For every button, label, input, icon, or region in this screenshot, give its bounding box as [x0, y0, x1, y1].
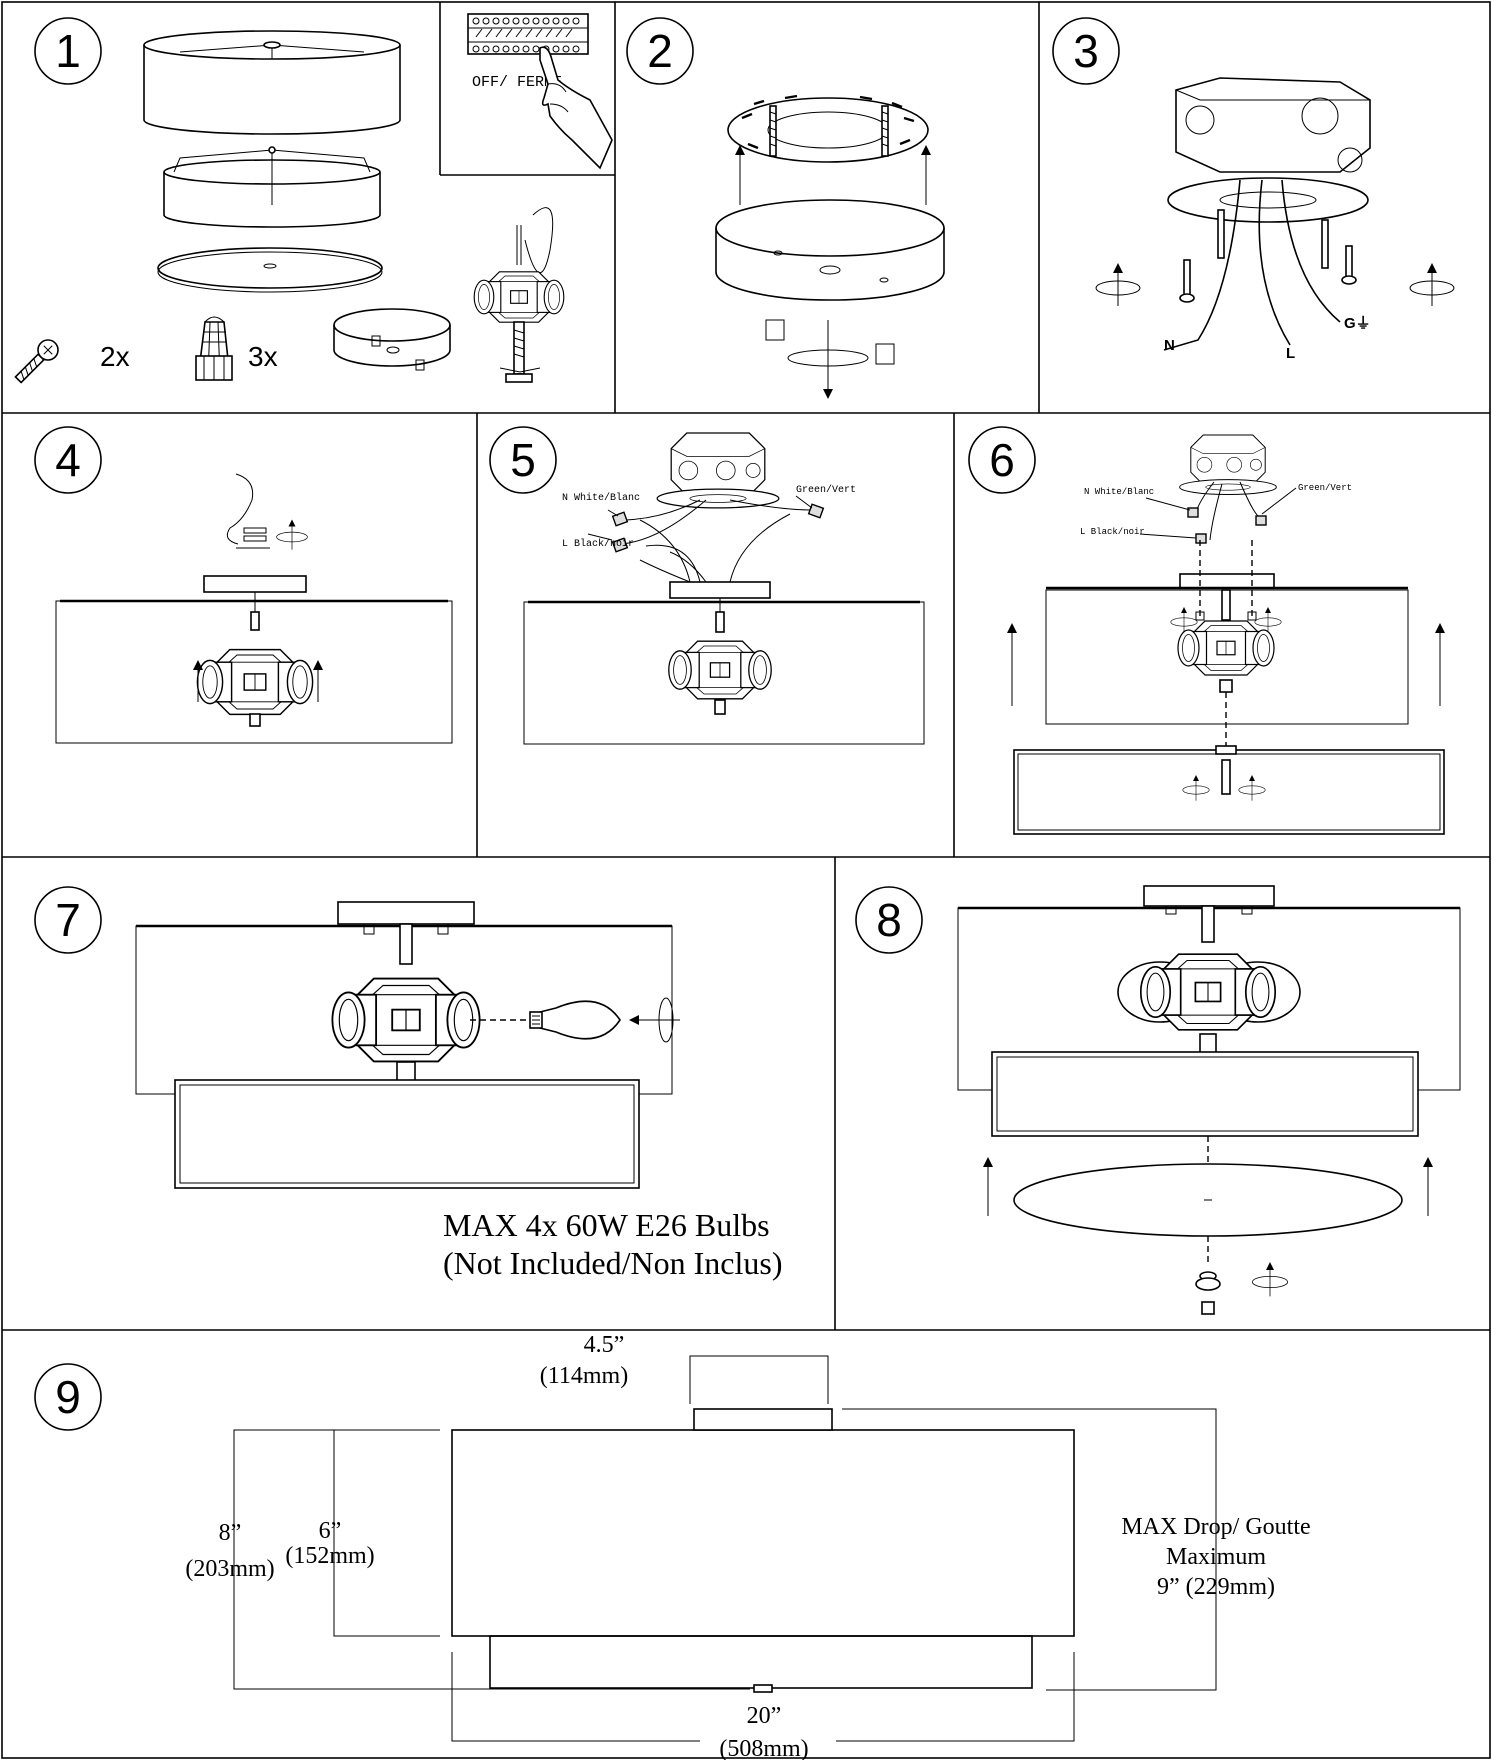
step2-mounting — [715, 94, 945, 399]
light-bulb-icon — [529, 1000, 621, 1040]
hand-icon — [539, 46, 613, 170]
overall-height-dim: 8” — [219, 1520, 242, 1546]
svg-text:1: 1 — [55, 25, 81, 77]
crossbar-plate — [727, 94, 929, 163]
socket-cluster — [473, 207, 565, 383]
neutral-wire-label: N White/Blanc — [1084, 487, 1154, 497]
live-wire-label: L Black/noir — [562, 538, 634, 550]
step4-assembly — [55, 473, 453, 744]
wire-nut-count: 3x — [248, 341, 278, 372]
live-wire-label: L Black/noir — [1080, 527, 1145, 537]
canopy-width-dim: 4.5” — [584, 1332, 625, 1358]
step3-wiring: N L G⏚ — [1096, 77, 1454, 362]
step-badge-1: 1 — [34, 17, 102, 85]
junction-box — [1167, 77, 1371, 223]
breaker-switches — [472, 17, 580, 53]
screw-count: 2x — [100, 341, 130, 372]
step-badge-7: 7 — [34, 886, 102, 954]
screw-icon — [14, 339, 59, 384]
max-drop-line2: Maximum — [1166, 1544, 1266, 1570]
svg-text:6: 6 — [989, 434, 1015, 486]
neutral-wire-label: N — [1164, 337, 1175, 354]
inner-diffuser-frame — [163, 146, 381, 228]
shade-height-dim: 6” — [319, 1518, 342, 1544]
bulb-spec-line2: (Not Included/Non Inclus) — [443, 1245, 782, 1281]
svg-text:9: 9 — [55, 1371, 81, 1423]
canopy-base — [715, 199, 945, 301]
screw-right — [1341, 245, 1357, 285]
step-badge-6: 6 — [968, 426, 1036, 494]
breaker-off-label: OFF/ FERME — [472, 74, 562, 91]
max-drop-line3: 9” (229mm) — [1157, 1574, 1275, 1600]
wire-nut-icon — [611, 537, 629, 553]
svg-text:7: 7 — [55, 894, 81, 946]
step-badge-2: 2 — [626, 17, 694, 85]
shade-height-mm: (152mm) — [285, 1543, 374, 1569]
step-badge-4: 4 — [34, 426, 102, 494]
step1-parts: 2x 3x — [14, 2, 615, 384]
diameter-mm: (508mm) — [719, 1736, 808, 1760]
svg-text:8: 8 — [876, 894, 902, 946]
drum-shade — [143, 30, 401, 135]
svg-text:4: 4 — [55, 434, 81, 486]
neutral-wire-label: N White/Blanc — [562, 492, 640, 504]
step9-dimensions: 4.5” (114mm) 6” (152mm) 8” (203mm) MAX D… — [185, 1332, 1310, 1760]
ground-wire-label: Green/Vert — [1298, 483, 1352, 493]
step-badge-3: 3 — [1052, 17, 1120, 85]
wire-nut-icon — [807, 503, 825, 519]
wire-nut-icon — [1187, 507, 1199, 518]
ground-wire-label: Green/Vert — [796, 484, 856, 496]
step-numbers: 1 2 3 4 5 6 7 8 9 — [34, 17, 1120, 1431]
svg-text:3: 3 — [1073, 25, 1099, 77]
glass-disk — [157, 247, 383, 293]
diameter-dim: 20” — [747, 1703, 782, 1729]
screw-left — [1179, 259, 1195, 303]
svg-text:5: 5 — [510, 434, 536, 486]
canopy-width-mm: (114mm) — [540, 1363, 628, 1389]
step8-install-glass — [957, 885, 1461, 1315]
wire-nut-icon — [1255, 515, 1267, 526]
wire-nut-icon — [611, 511, 629, 527]
step-badge-8: 8 — [855, 886, 923, 954]
step7-install-bulbs: MAX 4x 60W E26 Bulbs (Not Included/Non I… — [135, 901, 782, 1281]
step5-wire-connection: N White/Blanc L Black/noir Green/Vert — [523, 432, 925, 745]
step-badge-9: 9 — [34, 1363, 102, 1431]
ground-wire-label: G⏚ — [1344, 315, 1371, 332]
overall-height-mm: (203mm) — [185, 1556, 274, 1582]
wire-nut-icon — [1195, 533, 1207, 544]
wire-nut-icon — [195, 316, 233, 381]
step6-mount-fixture: N White/Blanc L Black/noir Green/Vert — [1007, 434, 1445, 835]
bulb-spec-line1: MAX 4x 60W E26 Bulbs — [443, 1207, 770, 1243]
canopy — [333, 308, 451, 371]
step-badge-5: 5 — [489, 426, 557, 494]
live-wire-label: L — [1286, 345, 1295, 362]
breaker-panel-inset: OFF/ FERME — [439, 2, 615, 176]
svg-text:2: 2 — [647, 25, 673, 77]
max-drop-line1: MAX Drop/ Goutte — [1121, 1514, 1310, 1540]
